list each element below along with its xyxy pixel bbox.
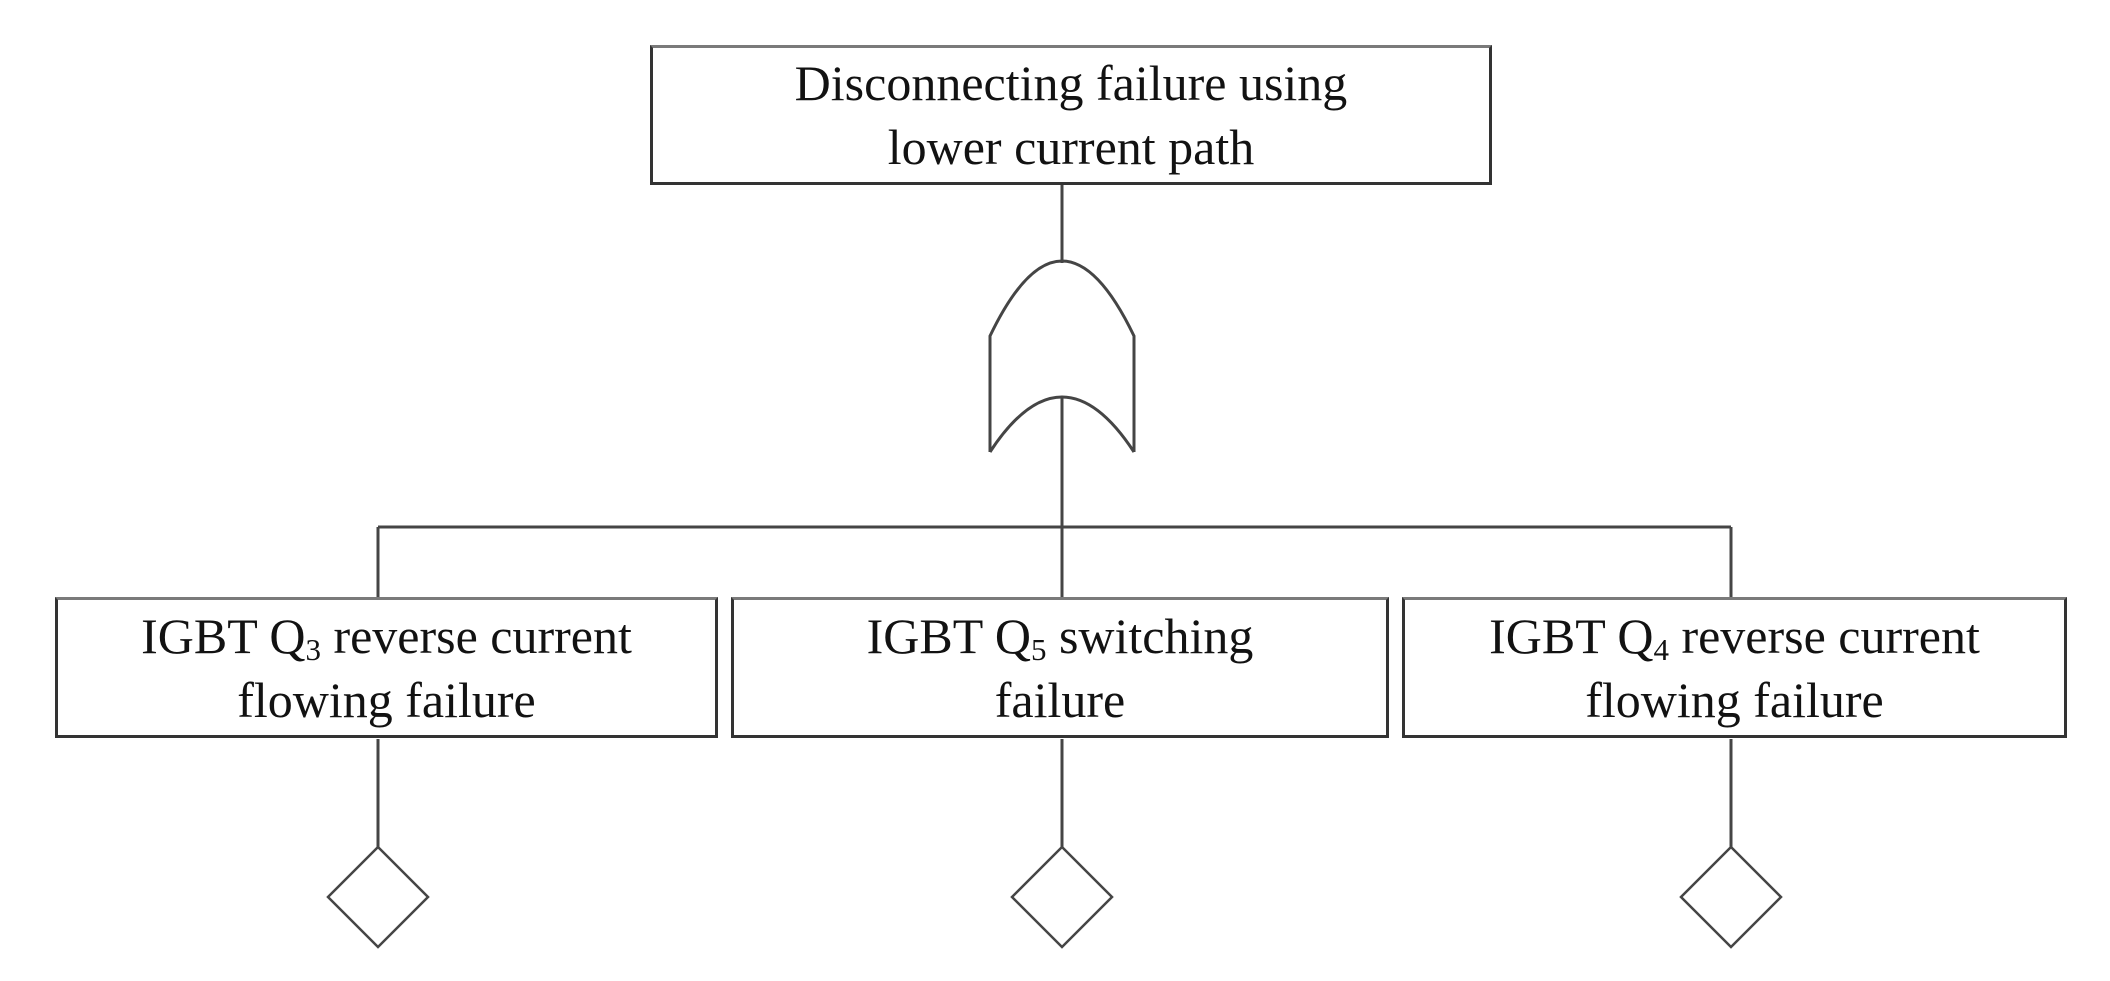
subscript: 5	[1030, 631, 1047, 667]
event-line1: IGBT Q3 reverse current	[141, 604, 632, 668]
event-box-igbt-q4: IGBT Q4 reverse current flowing failure	[1402, 597, 2067, 738]
event-line1: IGBT Q4 reverse current	[1489, 604, 1980, 668]
event-text: IGBT Q	[1489, 607, 1654, 664]
event-text: reverse current	[1668, 607, 1980, 664]
subscript: 3	[305, 631, 321, 667]
event-line2: failure	[994, 671, 1126, 728]
event-text: IGBT Q	[141, 607, 306, 664]
event-line2: flowing failure	[237, 671, 536, 728]
undeveloped-event-icon	[326, 845, 430, 949]
top-event-box: Disconnecting failure using lower curren…	[650, 45, 1492, 185]
top-event-line1: Disconnecting failure using	[794, 55, 1348, 111]
event-text: switching	[1046, 607, 1254, 664]
event-text: IGBT Q	[866, 607, 1031, 664]
event-text: reverse current	[320, 607, 632, 664]
or-gate-bottom-arc	[988, 395, 1136, 453]
event-line1: IGBT Q5 switching	[867, 604, 1254, 668]
top-event-line2: lower current path	[887, 119, 1255, 175]
or-gate-icon	[988, 259, 1136, 452]
subscript: 4	[1653, 631, 1669, 667]
event-box-igbt-q5: IGBT Q5 switching failure	[731, 597, 1389, 738]
event-box-igbt-q3: IGBT Q3 reverse current flowing failure	[55, 597, 718, 738]
undeveloped-event-icon	[1679, 845, 1783, 949]
undeveloped-event-icon	[1010, 845, 1114, 949]
event-line2: flowing failure	[1585, 671, 1884, 728]
